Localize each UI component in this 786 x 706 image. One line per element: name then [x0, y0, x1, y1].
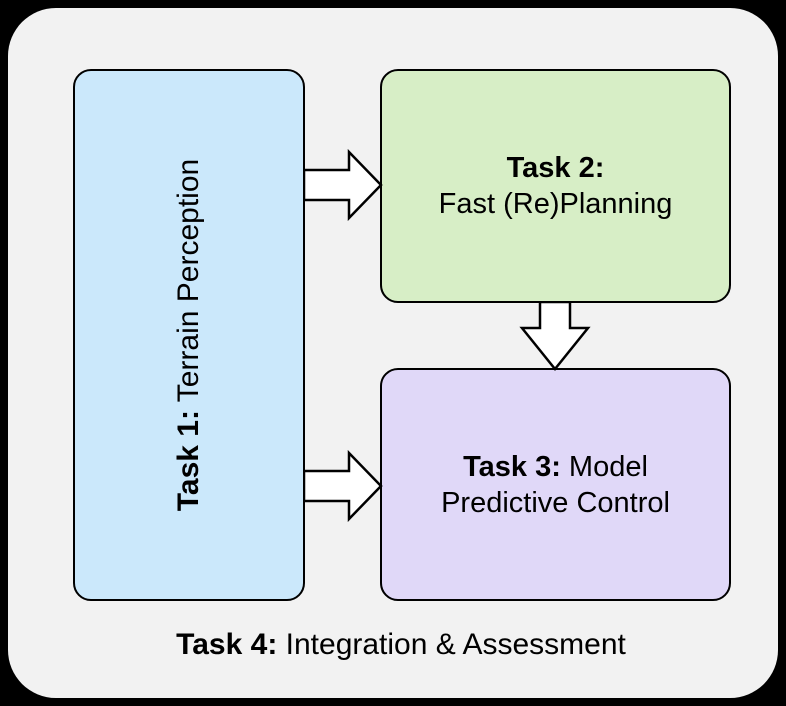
- right-arrow-icon-task1-to-task2: [303, 149, 383, 221]
- task3-subtitle: Model Predictive Control: [441, 450, 670, 519]
- task2-title: Task 2:: [506, 152, 605, 184]
- task2-subtitle: Fast (Re)Planning: [438, 188, 673, 220]
- task4-subtitle: Integration & Assessment: [285, 628, 626, 661]
- task1-title: Task 1:: [172, 410, 205, 512]
- task3-box: Task 3: Model Predictive Control: [380, 368, 731, 601]
- diagram-panel: Task 1: Terrain Perception Task 2: Fast …: [8, 8, 778, 698]
- task3-label: Task 3: Model Predictive Control: [396, 449, 716, 521]
- down-arrow-icon-task2-to-task3: [519, 301, 591, 371]
- task4-caption: Task 4: Integration & Assessment: [16, 628, 786, 662]
- right-arrow-icon-task1-to-task3: [303, 450, 383, 522]
- task1-box: Task 1: Terrain Perception: [73, 69, 305, 601]
- task1-subtitle: Terrain Perception: [172, 158, 205, 403]
- task2-box: Task 2: Fast (Re)Planning: [380, 69, 731, 303]
- task1-label: Task 1: Terrain Perception: [171, 159, 207, 511]
- task4-title: Task 4:: [176, 628, 278, 661]
- task3-title: Task 3:: [463, 450, 561, 483]
- task2-label: Task 2: Fast (Re)Planning: [439, 150, 673, 222]
